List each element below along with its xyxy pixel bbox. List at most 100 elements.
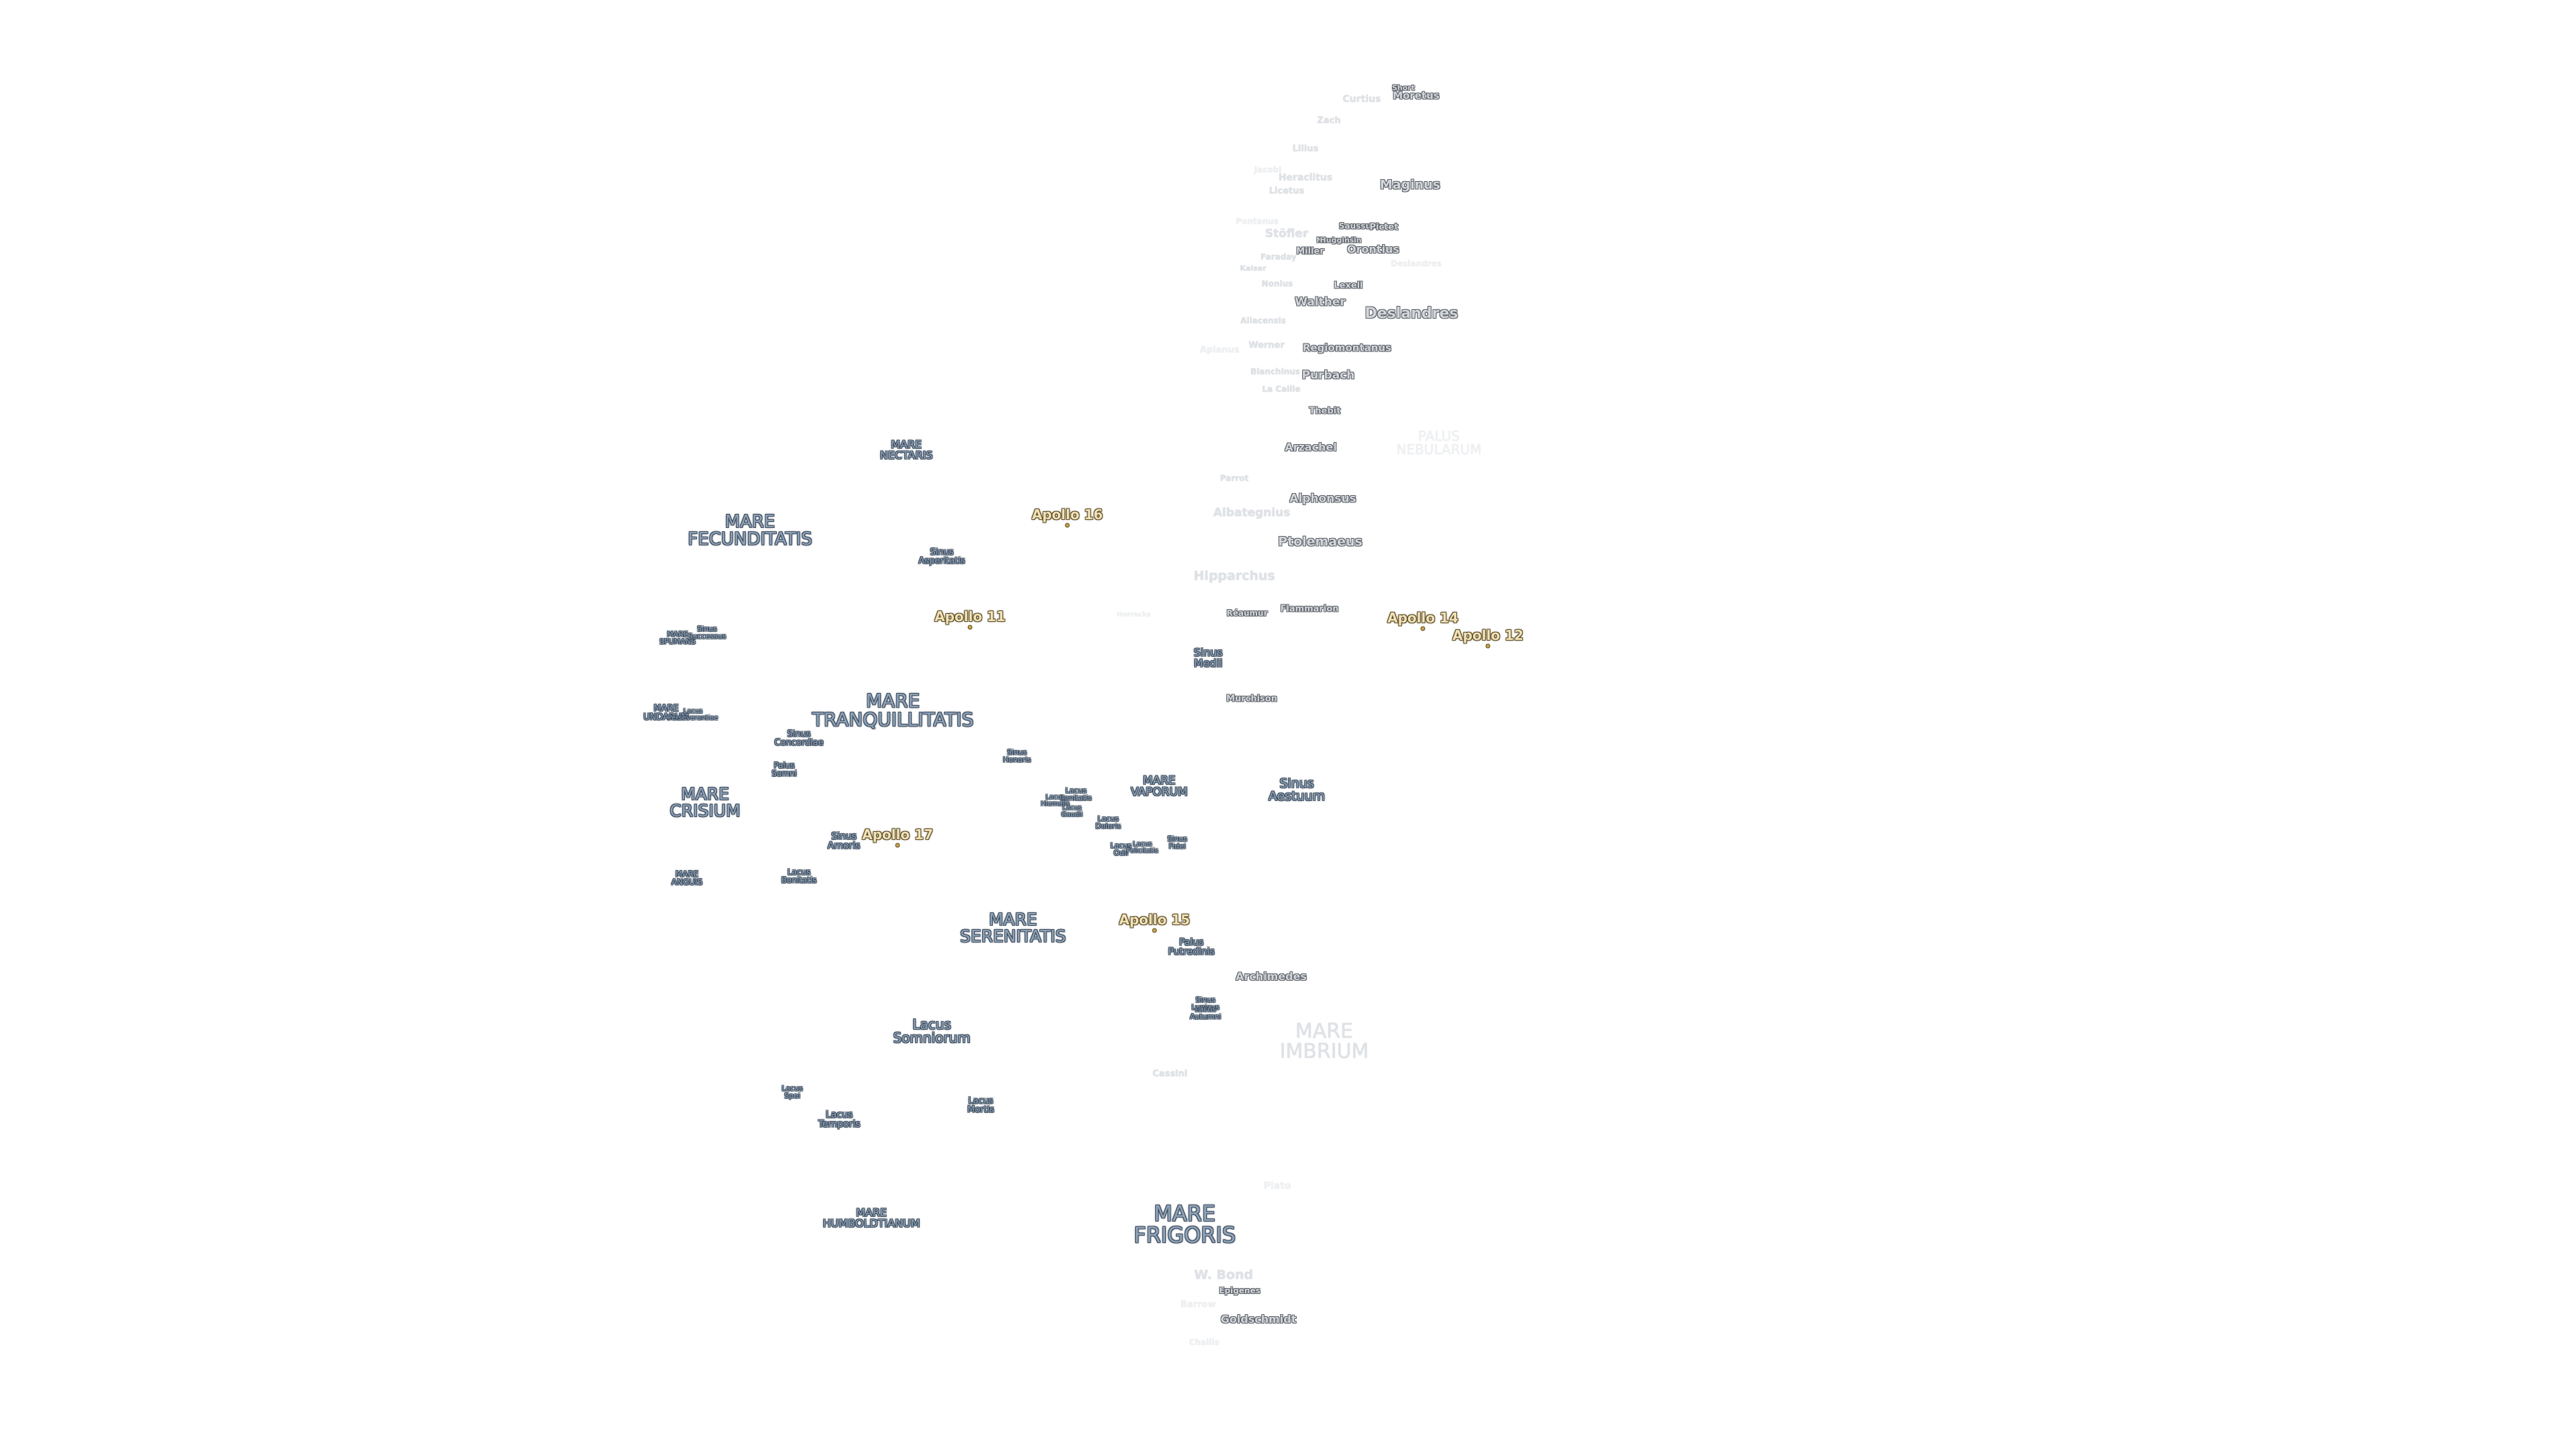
map-label-sinus-aestuum: Sinus Aestuum — [1268, 776, 1326, 804]
map-label-arzachel: Arzachel — [1285, 441, 1337, 453]
map-label-lacus-lenitatis: Lacus Lenitatis — [1060, 786, 1092, 802]
map-label-faraday: Faraday — [1260, 252, 1297, 262]
map-label-kaiser: Kaiser — [1240, 264, 1267, 273]
map-label-orontius: Orontius — [1347, 243, 1399, 256]
landing-site-marker[interactable] — [967, 625, 973, 630]
map-label-aliacensis: Aliacensis — [1240, 316, 1286, 325]
landing-site-marker[interactable] — [895, 843, 900, 848]
map-label-miller: Miller — [1296, 246, 1324, 257]
map-label-saussure: Saussure — [1338, 221, 1381, 231]
map-label-regiomontanus: Regiomontanus — [1302, 341, 1392, 354]
map-label-mare-spumans: MARE SPUMANS — [659, 630, 696, 646]
map-label-barrow: Barrow — [1180, 1299, 1216, 1310]
map-label-lacus-doloris: Lacus Doloris — [1095, 814, 1122, 830]
map-label-archimedes: Archimedes — [1236, 970, 1307, 983]
landing-site-marker[interactable] — [1420, 626, 1426, 631]
map-label-lacus-felicitatis: Lacus Felicitatis — [1126, 841, 1159, 855]
map-label-flammarion: Flammarion — [1280, 604, 1339, 614]
map-label-lacus-autumni: Lacus Autumni — [1189, 1005, 1222, 1021]
map-label-deslandres: Deslandres — [1391, 259, 1442, 268]
map-label-apollo-11: Apollo 11 — [934, 608, 1006, 625]
map-label-lexell: Lexell — [1334, 280, 1363, 291]
map-label-lacus-bonitatis: Lacus Bonitatis — [781, 867, 817, 885]
map-label-werner: Werner — [1248, 340, 1285, 351]
map-label-nonius: Nonius — [1261, 279, 1293, 288]
map-label-palus-putredinis: Palus Putredinis — [1168, 937, 1215, 957]
map-label-apollo-17: Apollo 17 — [862, 826, 933, 843]
map-label-palus-somni: Palus Somni — [771, 761, 797, 778]
map-label-lacus-spei: Lacus Spei — [782, 1084, 803, 1100]
map-label-horrocks: Horrocks — [1116, 611, 1151, 619]
map-label-parrot: Parrot — [1220, 474, 1249, 483]
landing-site-marker[interactable] — [1152, 928, 1157, 933]
map-label-mare-vaporum: MARE VAPORUM — [1130, 774, 1188, 799]
map-label-sinus-amoris: Sinus Amoris — [827, 831, 861, 851]
map-label-lacus-perseverantiae: Lacus Perseverantiae — [667, 708, 718, 722]
map-label-short: Short — [1392, 83, 1415, 93]
map-label-curtius: Curtius — [1342, 94, 1381, 105]
map-label-sinus-successus: Sinus Successus — [688, 625, 727, 641]
map-label-goldschmidt: Goldschmidt — [1220, 1313, 1297, 1326]
map-label-apollo-14: Apollo 14 — [1387, 610, 1458, 626]
map-label-mare-nectaris: MARE NECTARIS — [879, 438, 933, 462]
map-label-murchison: Murchison — [1226, 694, 1277, 704]
map-label-deslandres: Deslandres — [1364, 305, 1458, 322]
map-label-mare-imbrium: MARE IMBRIUM — [1279, 1020, 1369, 1063]
map-label-apianus: Apianus — [1199, 345, 1240, 356]
map-label-apollo-12: Apollo 12 — [1452, 627, 1523, 643]
map-label-epigenes: Epigenes — [1219, 1286, 1260, 1295]
map-label-sinus-fidei: Sinus Fidei — [1167, 835, 1187, 851]
map-label-palus-nebularum: PALUS NEBULARUM — [1396, 428, 1482, 458]
map-label-lacus-mortis: Lacus Mortis — [967, 1096, 994, 1115]
map-label-mare-frigoris: MARE FRIGORIS — [1133, 1201, 1236, 1248]
map-label-mare-humboldtianum: MARE HUMBOLDTIANUM — [822, 1206, 920, 1230]
map-label-pictet: Pictet — [1369, 222, 1399, 233]
map-label-mare-anguis: MARE ANGUIS — [671, 869, 703, 887]
map-label-alphonsus: Alphonsus — [1289, 492, 1356, 506]
map-label-huggins: Huggins — [1320, 235, 1354, 245]
map-label-heraclitus: Heraclitus — [1278, 172, 1333, 183]
map-label-st-fler: Stöfler — [1265, 227, 1309, 241]
map-label-lacus-odii: Lacus Odii — [1110, 841, 1132, 857]
map-label-nasireddin: Nasireddin — [1316, 235, 1362, 245]
map-label-mare-crisium: MARE CRISIUM — [669, 784, 741, 820]
map-label-lacus-hiemalis: Lacus Hiemalis — [1040, 794, 1070, 808]
map-label-pontanus: Pontanus — [1236, 217, 1279, 226]
map-label-apollo-16: Apollo 16 — [1032, 506, 1103, 523]
map-label-purbach: Purbach — [1301, 368, 1355, 382]
map-label-mare-fecunditatis: MARE FECUNDITATIS — [688, 512, 812, 549]
map-label-cassini: Cassini — [1152, 1069, 1187, 1079]
map-label-maginus: Maginus — [1379, 177, 1441, 193]
map-label-sinus-concordiae: Sinus Concordiae — [774, 729, 824, 748]
map-label-jacobi: Jacobi — [1254, 165, 1282, 174]
map-label-moretus: Moretus — [1393, 89, 1440, 102]
map-label-plato: Plato — [1263, 1181, 1291, 1191]
landing-site-marker[interactable] — [1485, 643, 1491, 649]
map-label-sinus-asperitatis: Sinus Asperitatis — [918, 547, 965, 566]
map-label-lacus-gaudii: Lacus Gaudii — [1061, 804, 1083, 818]
map-label-la-caille: La Caille — [1262, 384, 1301, 394]
map-label-blanchinus: Blanchinus — [1250, 367, 1300, 376]
map-label-thebit: Thebit — [1309, 406, 1341, 417]
landing-site-marker[interactable] — [1065, 523, 1070, 528]
map-label-licetus: Licetus — [1269, 186, 1305, 197]
map-label-albategnius: Albategnius — [1213, 506, 1291, 520]
map-label-walther: Walther — [1295, 295, 1346, 309]
map-label-lacus-temporis: Lacus Temporis — [818, 1110, 861, 1130]
map-label-w-bond: W. Bond — [1194, 1267, 1253, 1283]
map-label-zach: Zach — [1317, 115, 1341, 126]
map-label-mare-undarum: MARE UNDARUM — [643, 704, 689, 722]
map-label-sinus-medii: Sinus Medii — [1193, 646, 1223, 669]
map-label-lilius: Lilius — [1292, 144, 1319, 154]
map-label-challis: Challis — [1189, 1338, 1220, 1347]
map-label-hipparchus: Hipparchus — [1193, 568, 1275, 584]
map-label-mare-tranquillitatis: MARE TRANQUILLITATIS — [812, 690, 974, 731]
map-label-sinus-honoris: Sinus Honoris — [1002, 748, 1032, 764]
map-label-apollo-15: Apollo 15 — [1119, 912, 1190, 928]
map-label-sinus-lunicus: Sinus Lunicus — [1191, 996, 1220, 1012]
map-label-mare-serenitatis: MARE SERENITATIS — [960, 910, 1066, 946]
map-label-ptolemaeus: Ptolemaeus — [1278, 534, 1362, 549]
map-label-lacus-somniorum: Lacus Somniorum — [893, 1016, 971, 1046]
map-label-r-aumur: Réaumur — [1226, 608, 1268, 618]
